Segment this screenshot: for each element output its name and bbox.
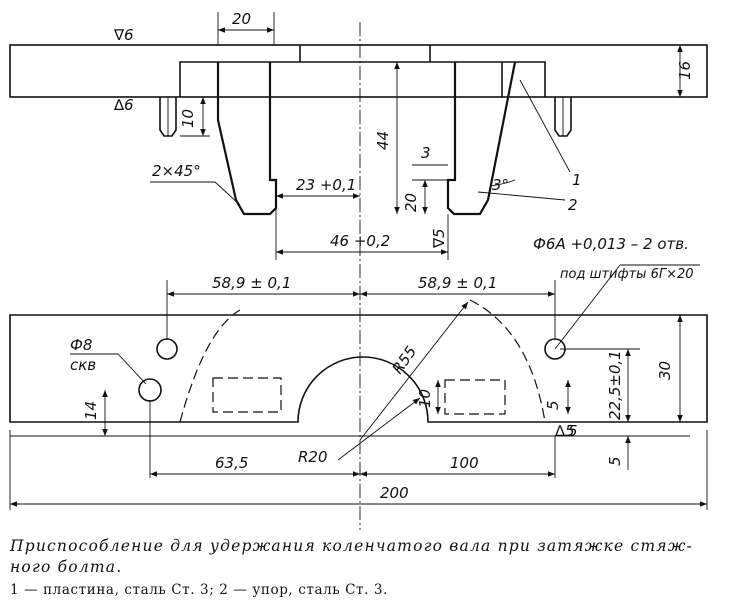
- dim-44-label: 44: [374, 131, 392, 150]
- hole-note-top: Ф6А +0,013 – 2 отв.: [533, 235, 689, 253]
- surface-mark-center: ∇5: [430, 228, 448, 249]
- dim-3-label: 3: [421, 144, 431, 162]
- surface-mark-bottom: ∆6: [113, 96, 134, 114]
- dim-225-label: 22,5±0,1: [606, 350, 624, 420]
- dim-10f-label: 10: [416, 389, 434, 408]
- dim-589-right-label: 58,9 ± 0,1: [418, 274, 497, 292]
- dim-10-label: 10: [179, 109, 197, 128]
- front-view-plate: [9, 314, 708, 423]
- r55-arc-right: [469, 299, 546, 423]
- dim-5c-label: 5: [568, 422, 578, 440]
- dim-5a-label: 5: [544, 400, 562, 410]
- front-view: 58,9 ± 0,1 58,9 ± 0,1 R55 R20 63,5 100 2…: [9, 235, 708, 510]
- part-1-leader: [519, 79, 571, 173]
- surface-mark-top: ∇6: [113, 26, 134, 44]
- dim-16-label: 16: [676, 61, 694, 80]
- dim-200-label: 200: [380, 484, 409, 502]
- caption-title-line-1: Приспособление для удержания коленчатого…: [10, 537, 693, 555]
- r55-arc-left: [179, 309, 241, 423]
- through-hole: [138, 378, 162, 402]
- dim-100-label: 100: [450, 454, 479, 472]
- hole-note-bottom: под штифты 6Г×20: [560, 267, 694, 282]
- dim-46-label: 46 +0,2: [330, 232, 390, 250]
- caption-title-line-2: ного болта.: [10, 558, 123, 576]
- top-view-plate: [9, 44, 708, 98]
- r20-line: [337, 397, 421, 461]
- r20-label: R20: [298, 448, 328, 466]
- dim-589-left-label: 58,9 ± 0,1: [212, 274, 291, 292]
- clamp-block-left: [212, 377, 282, 413]
- top-view: 20 16 10 44 3 3° 20 2×45° 23 +0,1 4: [9, 10, 708, 530]
- chamfer-label: 2×45°: [152, 162, 201, 180]
- dim-3deg-arc: [489, 179, 516, 187]
- dim-635-label: 63,5: [215, 454, 248, 472]
- dim-20v-label: 20: [402, 193, 420, 212]
- hole-note-left-2: скв: [70, 356, 96, 374]
- clamp-block-right: [444, 379, 506, 415]
- hole-note-leader: [554, 264, 621, 350]
- figure-caption: Приспособление для удержания коленчатого…: [10, 536, 738, 598]
- r55-line: [359, 301, 469, 441]
- dim-5b-label: 5: [606, 456, 624, 466]
- dim-14-label: 14: [82, 401, 100, 420]
- chamfer-leader: [214, 181, 241, 206]
- right-stop-outline: [446, 61, 517, 216]
- dim-20-label: 20: [232, 10, 251, 28]
- dim-3deg-label: 3°: [492, 176, 509, 194]
- caption-title: Приспособление для удержания коленчатого…: [10, 536, 738, 578]
- part-1-label: 1: [572, 171, 582, 189]
- hole-note-left-leader: [117, 353, 147, 385]
- part-2-leader: [477, 191, 566, 201]
- dim-30-label: 30: [656, 361, 674, 380]
- left-stop-outline: [216, 62, 278, 216]
- r55-label: R55: [389, 343, 421, 378]
- hole-note-left-1: Ф8: [70, 336, 92, 354]
- top-view-clamp-outline: [179, 61, 546, 97]
- part-2-label: 2: [568, 196, 578, 214]
- dim-23-label: 23 +0,1: [296, 176, 356, 194]
- caption-legend: 1 — пластина, сталь Ст. 3; 2 — упор, ста…: [10, 582, 388, 598]
- pin-hole-left: [156, 338, 178, 360]
- surface-mark-front: ∆5: [554, 422, 575, 440]
- technical-drawing: 20 16 10 44 3 3° 20 2×45° 23 +0,1 4: [9, 10, 708, 530]
